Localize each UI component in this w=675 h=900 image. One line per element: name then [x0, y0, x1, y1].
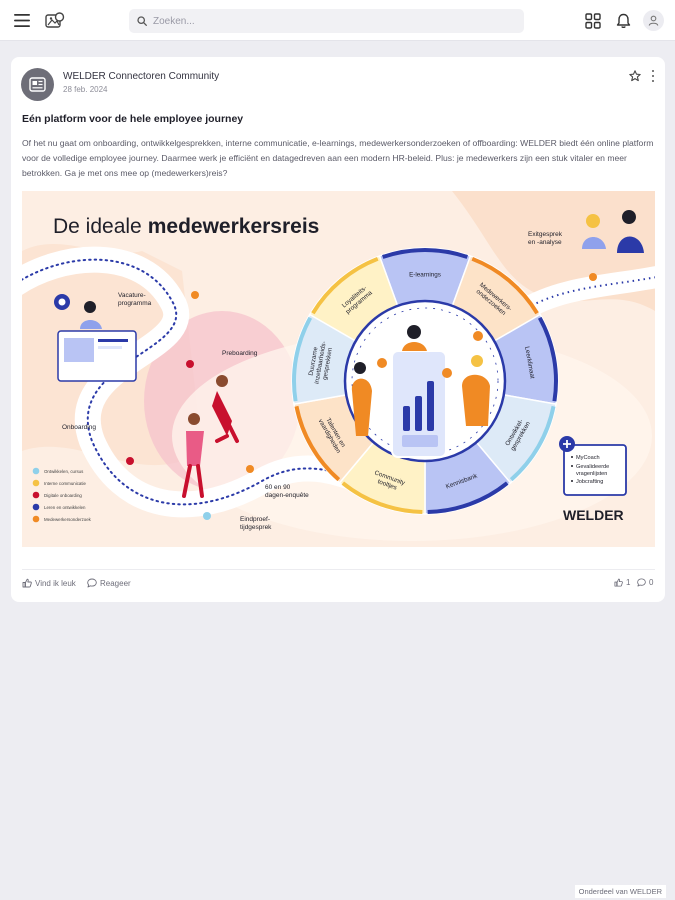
- legend-label: Medewerkersonderzoek: [44, 517, 92, 522]
- comments-count[interactable]: 0: [637, 578, 653, 587]
- legend-label: Interne communicatie: [44, 481, 87, 486]
- legend-swatch: [32, 515, 40, 523]
- author-avatar[interactable]: [21, 68, 54, 101]
- legend-swatch: [32, 491, 40, 499]
- likes-count[interactable]: 1: [614, 578, 630, 587]
- favorite-star-icon[interactable]: [629, 69, 641, 82]
- comment-icon: [87, 578, 97, 588]
- menu-icon[interactable]: [7, 0, 37, 41]
- label-eindproef: Eindproef-tijdgesprek: [240, 516, 272, 531]
- like-button[interactable]: Vind ik leuk: [22, 578, 76, 588]
- post-card: WELDER Connectoren Community 28 feb. 202…: [11, 57, 665, 602]
- thumbs-up-icon: [22, 578, 32, 588]
- user-icon: [648, 15, 659, 26]
- legend-swatch: [32, 467, 40, 475]
- wheel-segment-label: E-learnings: [409, 272, 441, 279]
- search-input[interactable]: [153, 15, 503, 27]
- user-avatar-button[interactable]: [643, 10, 664, 31]
- like-label: Vind ik leuk: [35, 578, 76, 588]
- comment-small-icon: [637, 578, 646, 587]
- infographic-title-bold: medewerkersreis: [148, 215, 320, 238]
- thumbs-up-small-icon: [614, 578, 623, 587]
- welder-logo: WELDER: [563, 507, 624, 523]
- legend-label: Ontwikkelen, cursus: [44, 469, 84, 474]
- footer-tag[interactable]: Onderdeel van WELDER: [574, 885, 666, 898]
- legend-swatch: [32, 503, 40, 511]
- label-onboarding: Onboarding: [62, 424, 96, 431]
- people-climbing-illustration: [182, 375, 239, 498]
- infographic-title-regular: De ideale: [53, 215, 142, 238]
- label-preboarding: Preboarding: [222, 350, 258, 357]
- post-body: Of het nu gaat om onboarding, ontwikkelg…: [22, 138, 654, 179]
- newspaper-icon: [29, 77, 46, 92]
- exit-conversation-illustration: [582, 210, 644, 253]
- more-options-icon[interactable]: [649, 69, 657, 83]
- apps-grid-icon[interactable]: [578, 0, 608, 41]
- divider: [22, 569, 655, 570]
- extras-item: Jobcrafting: [576, 479, 603, 485]
- top-bar: [0, 0, 675, 41]
- comment-button[interactable]: Reageer: [87, 578, 131, 588]
- community-logo-icon[interactable]: [40, 0, 70, 41]
- label-vacature: Vacature-programma: [118, 292, 152, 307]
- search-icon: [137, 16, 147, 26]
- center-dashboard-illustration: [351, 325, 490, 458]
- wheel-segment-label: Duurzameinzetbaarheids-gesprekken: [306, 340, 335, 386]
- laptop-illustration: [54, 294, 137, 382]
- legend-swatch: [32, 479, 40, 487]
- search-bar[interactable]: [129, 9, 524, 33]
- likes-count-value: 1: [626, 578, 631, 587]
- comments-count-value: 0: [649, 578, 654, 587]
- extras-item: MyCoach: [576, 455, 600, 461]
- legend-label: Digitale onboarding: [44, 493, 82, 498]
- author-name[interactable]: WELDER Connectoren Community: [63, 71, 220, 82]
- post-title: Eén platform voor de hele employee journ…: [22, 113, 244, 125]
- journey-infographic: De ideale medewerkersreis E-learningsMede…: [22, 191, 655, 541]
- comment-label: Reageer: [100, 578, 131, 588]
- bell-icon[interactable]: [608, 0, 638, 41]
- legend-label: Leren en ontwikkelen: [44, 505, 86, 510]
- post-date: 28 feb. 2024: [63, 85, 108, 94]
